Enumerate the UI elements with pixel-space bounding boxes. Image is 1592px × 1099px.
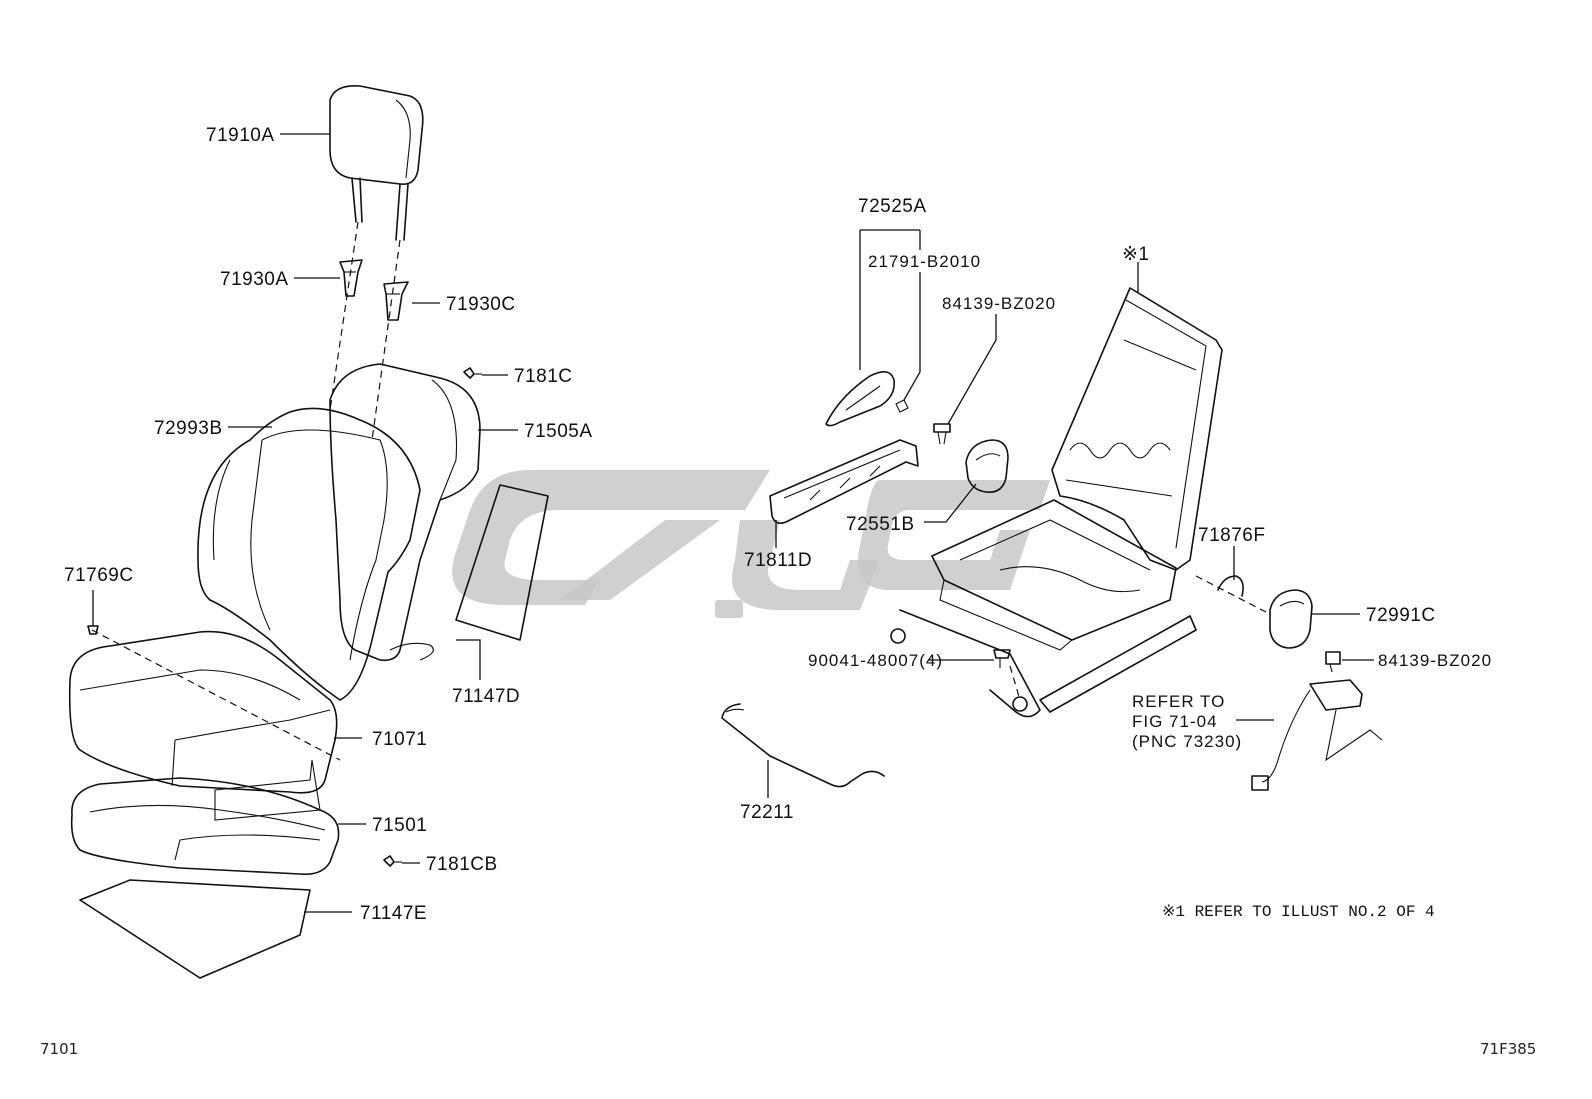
cover-72991c: [1269, 589, 1313, 649]
label-72991c: 72991C: [1366, 605, 1436, 626]
guide-71930c: [383, 281, 409, 321]
wire-72211: [721, 703, 885, 788]
dash-line: [1195, 575, 1267, 613]
label-71769c: 71769C: [64, 565, 134, 586]
clip-7181c: [463, 367, 482, 379]
label-7181c: 7181C: [514, 366, 573, 387]
bolt-90041: [993, 649, 1011, 668]
back-board-71147d: [455, 484, 549, 641]
corner-code-right: 71F385: [1480, 1040, 1536, 1058]
refer-line-2: FIG 71-04: [1132, 712, 1218, 731]
label-84139-bz020-right: 84139-BZ020: [1378, 651, 1492, 670]
cushion-board-71147e: [79, 879, 311, 979]
label-71071: 71071: [372, 729, 427, 750]
label-72525a: 72525A: [858, 196, 927, 217]
label-71501: 71501: [372, 815, 427, 836]
screw-84139-right: [1325, 651, 1341, 673]
label-72993b: 72993B: [154, 418, 223, 439]
shield-72525a: [825, 371, 909, 427]
cover-72551b: [965, 439, 1009, 494]
label-71930a: 71930A: [220, 269, 289, 290]
footnote: ※1 REFER TO ILLUST NO.2 OF 4: [1162, 903, 1435, 921]
cushion-cover-71071: [68, 630, 338, 821]
dash-line: [1009, 665, 1021, 701]
clip-7181cb: [383, 855, 402, 867]
label-71505a: 71505A: [524, 421, 593, 442]
dash-line: [329, 221, 359, 411]
part-labels: 71910A 71930A 71930C 7181C 72993B 71505A…: [40, 125, 1536, 1058]
label-71147d: 71147D: [452, 686, 520, 707]
label-21791-b2010: 21791-B2010: [868, 252, 981, 271]
label-71930c: 71930C: [446, 294, 516, 315]
watermark-logo: [452, 470, 1050, 618]
label-72551b: 72551B: [846, 514, 915, 535]
label-71876f: 71876F: [1198, 525, 1265, 546]
clip-71769c: [87, 625, 99, 635]
refer-line-3: (PNC 73230): [1132, 732, 1242, 751]
label-mark1: ※1: [1122, 244, 1150, 265]
seat-frame: [890, 287, 1223, 718]
leader-lines: [92, 133, 1374, 913]
cushion-pad-71501: [70, 777, 340, 876]
rail-cover-71811d: [769, 439, 919, 524]
label-90041-48007: 90041-48007(4): [808, 651, 943, 670]
guide-71930a: [339, 259, 363, 297]
refer-line-1: REFER TO: [1132, 692, 1225, 711]
label-71811d: 71811D: [744, 550, 812, 571]
seatbelt-assembly: [1251, 679, 1383, 791]
dash-line: [91, 629, 341, 761]
seatback-pad-71505a: [329, 363, 481, 662]
seatback-cover-72993b: [197, 407, 421, 701]
dash-line: [371, 239, 401, 441]
clip-71876f: [1217, 575, 1244, 597]
headrest-71910a: [329, 84, 424, 241]
label-71147e: 71147E: [360, 903, 427, 924]
label-72211: 72211: [740, 802, 794, 823]
corner-code-left: 7101: [40, 1040, 78, 1058]
label-71910a: 71910A: [206, 125, 275, 146]
label-84139-bz020-top: 84139-BZ020: [942, 294, 1056, 313]
label-7181cb: 7181CB: [426, 854, 498, 875]
screw-84139-top: [933, 423, 951, 445]
